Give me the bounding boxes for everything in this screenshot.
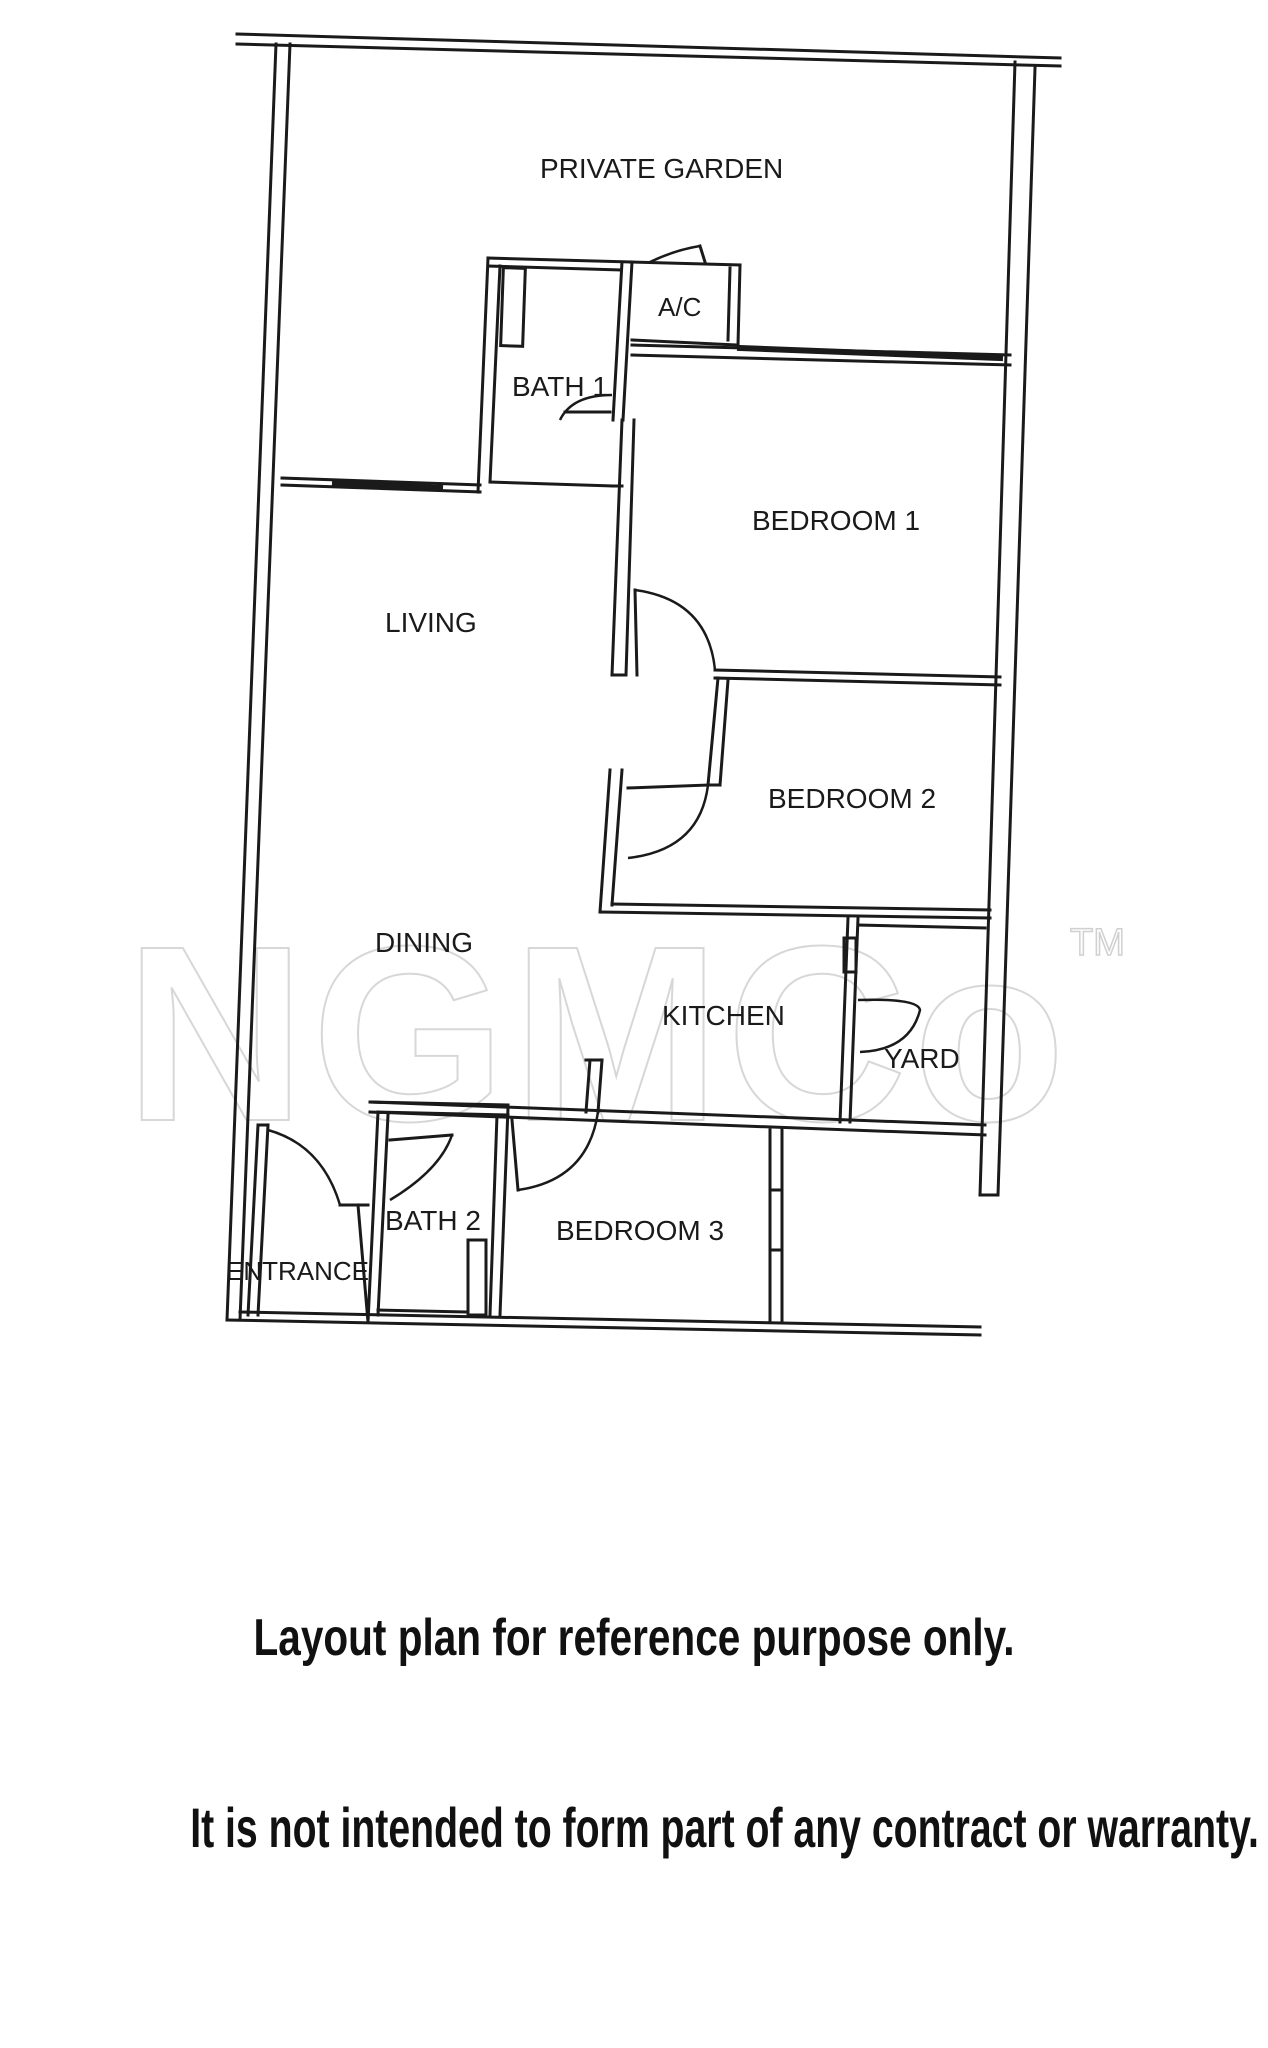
room-label-dining: DINING	[375, 927, 473, 958]
room-label-bedroom-2: BEDROOM 2	[768, 783, 936, 814]
door-swings	[267, 244, 922, 1207]
ac-ledge-walls	[628, 260, 742, 347]
bottom-boundary	[225, 1310, 982, 1337]
garden-top-boundary	[235, 32, 1062, 68]
room-label-kitchen: KITCHEN	[662, 1000, 785, 1031]
entrance-walls	[246, 1123, 370, 1324]
room-label-bedroom-1: BEDROOM 1	[752, 505, 920, 536]
bedroom-3-door-arc	[517, 1111, 600, 1192]
room-label-bedroom-3: BEDROOM 3	[556, 1215, 724, 1246]
disclaimer-reference-only: Layout plan for reference purpose only.	[253, 1609, 1015, 1667]
ac-door-arc	[649, 244, 701, 264]
yard-door-arc	[857, 998, 922, 1054]
room-label-ac: A/C	[658, 292, 701, 322]
entrance-door-arc	[267, 1128, 342, 1206]
outer-right-wall	[978, 60, 1037, 1197]
bath-2-door-arc	[389, 1134, 454, 1202]
bedroom-3-walls	[768, 1128, 784, 1322]
floor-plan-diagram: NGMCo TM	[124, 32, 1126, 1337]
kitchen-bottom-wall	[368, 1058, 987, 1137]
room-label-bath-1: BATH 1	[512, 371, 608, 402]
bedroom-1-walls	[610, 343, 1012, 687]
disclaimer-no-contract: It is not intended to form part of any c…	[190, 1796, 1259, 1859]
bedroom-1-door-arc	[634, 588, 717, 671]
bath-1-door-arc	[558, 393, 613, 421]
room-label-entrance: ENTRANCE	[226, 1256, 369, 1286]
yard-walls	[838, 916, 987, 1124]
living-top-wall	[280, 476, 482, 494]
room-label-private-garden: PRIVATE GARDEN	[540, 153, 783, 184]
watermark-trademark: TM	[1070, 922, 1125, 964]
room-label-bath-2: BATH 2	[385, 1205, 481, 1236]
bedroom-2-walls	[598, 676, 992, 920]
room-label-yard: YARD	[884, 1043, 960, 1074]
bath-1-walls	[476, 256, 634, 494]
outer-left-wall	[225, 42, 292, 1322]
bedroom-2-door-arc	[627, 784, 710, 860]
bath-2-walls	[366, 1100, 510, 1324]
room-label-living: LIVING	[385, 607, 477, 638]
